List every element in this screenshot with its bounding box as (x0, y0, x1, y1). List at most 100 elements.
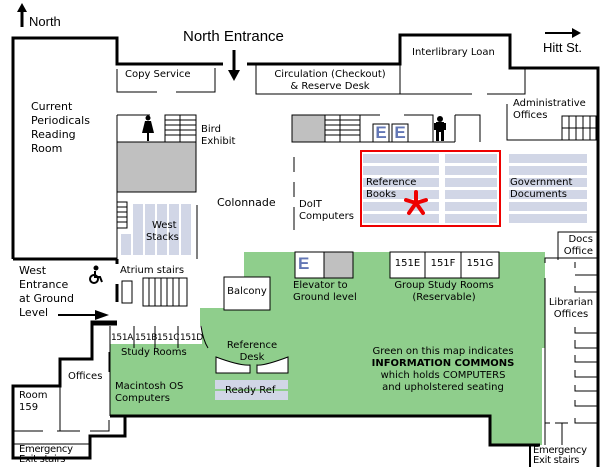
refdesk-line-2: Desk (239, 352, 265, 363)
circulation-label: Circulation (Checkout) & Reserve Desk (262, 69, 398, 93)
elevator-line-2: Ground level (293, 292, 357, 303)
librarian-line-2: Offices (553, 309, 589, 320)
north-arrow-icon (17, 3, 27, 27)
west-line-4: Level (19, 306, 49, 319)
elevator-label: Elevator to Ground level (293, 280, 357, 304)
emergency-exit-left-label: Emergency Exit stairs (19, 445, 73, 465)
elevator-e-2: E (394, 123, 406, 142)
east-arrow-icon (545, 28, 581, 38)
elevator-line-1: Elevator to (293, 280, 348, 291)
room-151f[interactable]: 151F (430, 258, 456, 269)
docs-line-2: Office (563, 246, 593, 257)
emergency-exit-right-label: Emergency Exit stairs (533, 446, 587, 466)
copy-service-walls (116, 68, 216, 93)
librarian-offices-label: Librarian Offices (546, 297, 596, 321)
bird-line-1: Bird (201, 124, 221, 135)
periodicals-line-3: Reading (31, 128, 76, 141)
central-core (291, 114, 481, 143)
government-documents-label: Government Documents (510, 177, 572, 201)
periodicals-line-2: Periodicals (31, 114, 90, 127)
west-stacks-label: West Stacks (146, 220, 179, 244)
doit-computers-label: DoIT Computers (299, 199, 354, 223)
mac-area (110, 343, 200, 416)
interlibrary-loan-label: Interlibrary Loan (412, 47, 495, 58)
mens-restroom-icon (434, 116, 446, 141)
highlight-box (360, 150, 501, 227)
offices-label: Offices (68, 371, 103, 382)
atrium-stairs (121, 277, 188, 307)
study-rooms-label: Study Rooms (121, 347, 187, 358)
room-151c[interactable]: 151C (157, 333, 180, 343)
periodicals-line-1: Current (31, 100, 73, 113)
elevator-e-3: E (298, 254, 310, 273)
exitl-line-1: Emergency (19, 444, 73, 455)
study-rooms-box (109, 325, 209, 416)
circulation-line-1: Circulation (Checkout) (274, 69, 386, 80)
west-line-3: at Ground (19, 292, 75, 305)
wheelchair-icon (89, 265, 103, 284)
information-commons-legend: Green on this map indicates INFORMATION … (350, 346, 536, 394)
librarian-line-1: Librarian (548, 297, 594, 308)
docs-office-walls (557, 231, 598, 260)
mac-line-1: Macintosh OS (115, 381, 184, 392)
librarian-offices-walls (544, 257, 598, 445)
exitr-line-2: Exit stairs (533, 455, 580, 466)
womens-restroom-icon (142, 115, 154, 141)
stacks-line-2: Stacks (146, 232, 179, 243)
colonnade-label: Colonnade (217, 196, 276, 209)
refbooks-line-1: Reference (366, 177, 417, 188)
west-core (116, 114, 197, 193)
govdocs-line-1: Government (510, 177, 573, 188)
down-arrow-icon (228, 50, 240, 81)
room-159-label: Room 159 (19, 390, 47, 414)
west-line-2: Entrance (19, 278, 69, 291)
balcony-label: Balcony (227, 286, 267, 297)
copy-service-label: Copy Service (125, 69, 191, 80)
legend-line-4: and upholstered seating (382, 382, 504, 393)
hitt-street-label: Hitt St. (543, 40, 583, 55)
circulation-line-2: & Reserve Desk (290, 81, 370, 92)
room-151a[interactable]: 151A (111, 333, 134, 343)
refdesk-line-1: Reference (226, 340, 278, 351)
reference-books-label: Reference Books (366, 177, 416, 201)
reference-desk-shape (215, 356, 289, 374)
right-arrow-icon (58, 310, 109, 320)
bird-line-2: Exhibit (201, 136, 236, 147)
legend-line-1: Green on this map indicates (372, 346, 514, 357)
lower-left-walls (13, 352, 110, 445)
govdocs-line-2: Documents (510, 189, 568, 200)
docs-line-1: Docs (568, 234, 593, 245)
bird-exhibit-label: Bird Exhibit (201, 124, 235, 148)
exitr-line-1: Emergency (533, 445, 587, 456)
elevator-e-1: E (375, 123, 387, 142)
balcony-box (223, 276, 271, 311)
reference-desk-label: Reference Desk (220, 340, 284, 364)
circulation-walls (255, 64, 526, 95)
room159-line-2: 159 (19, 402, 39, 413)
doit-line-1: DoIT (299, 199, 322, 210)
legend-line-3: which holds COMPUTERS (380, 370, 506, 381)
room-151g[interactable]: 151G (466, 258, 494, 269)
admin-line-2: Offices (513, 110, 548, 121)
ready-ref-label: Ready Ref (225, 385, 276, 396)
group-study-rooms (389, 251, 500, 279)
administrative-offices-label: Administrative Offices (513, 98, 586, 122)
west-stacks (116, 192, 198, 259)
room-151d[interactable]: 151D (180, 333, 203, 343)
north-label: North (29, 14, 61, 29)
legend-line-2: INFORMATION COMMONS (371, 358, 515, 369)
you-are-here-asterisk-icon (404, 190, 428, 215)
elevator-icon (294, 251, 354, 279)
reference-books-stacks (360, 150, 501, 227)
stacks-line-1: West (152, 220, 177, 231)
exitl-line-2: Exit stairs (19, 454, 66, 465)
mac-line-2: Computers (115, 393, 170, 404)
west-entrance-label: West Entrance at Ground Level (19, 264, 74, 320)
north-entrance-label: North Entrance (183, 28, 284, 45)
room-151e[interactable]: 151E (394, 258, 421, 269)
doit-line-2: Computers (299, 211, 354, 222)
room159-line-1: Room (19, 390, 48, 401)
room-151b[interactable]: 151B (135, 333, 158, 343)
